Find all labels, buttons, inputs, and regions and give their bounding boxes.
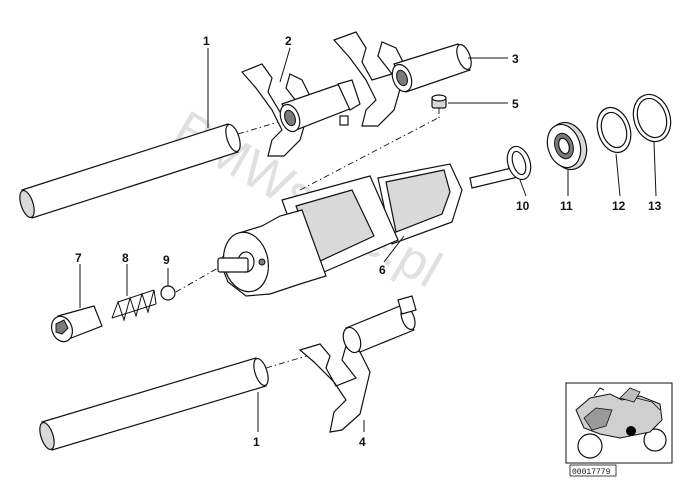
callout-12: 12 xyxy=(612,199,626,213)
callout-9: 9 xyxy=(163,253,170,267)
callout-labels: 1 2 3 5 7 8 9 6 10 11 12 13 1 4 xyxy=(75,34,662,449)
shim-ring[interactable] xyxy=(592,103,637,157)
callout-7: 7 xyxy=(75,251,82,265)
callout-8: 8 xyxy=(122,251,129,265)
inset-motorcycle: 00017779 xyxy=(565,382,673,477)
document-id: 00017779 xyxy=(572,468,611,477)
location-marker-icon xyxy=(626,426,636,436)
callout-2: 2 xyxy=(285,34,292,48)
guide-pin[interactable] xyxy=(431,94,447,109)
callout-4: 4 xyxy=(359,435,366,449)
axis-line xyxy=(175,267,219,293)
shift-rail-top[interactable] xyxy=(17,123,243,219)
callout-1-top: 1 xyxy=(203,34,210,48)
detent-ball[interactable] xyxy=(160,285,176,301)
callout-11: 11 xyxy=(560,199,573,213)
retaining-ring-large[interactable] xyxy=(627,90,676,147)
ball-bearing[interactable] xyxy=(542,118,593,175)
axis-line xyxy=(265,351,321,369)
shift-fork-right[interactable] xyxy=(332,31,474,127)
shift-drum[interactable] xyxy=(217,117,523,297)
shift-fork-bottom[interactable] xyxy=(298,295,418,433)
circlip-small[interactable] xyxy=(503,143,534,182)
callout-5: 5 xyxy=(512,97,519,111)
shift-fork-left[interactable] xyxy=(240,63,361,157)
axis-line xyxy=(237,119,286,135)
shift-rail-bottom[interactable] xyxy=(37,357,271,451)
callout-6: 6 xyxy=(379,263,386,277)
screw-plug[interactable] xyxy=(48,305,103,345)
callout-13: 13 xyxy=(648,199,662,213)
leader-lines xyxy=(79,47,657,432)
callout-3: 3 xyxy=(512,52,519,66)
callout-1-bottom: 1 xyxy=(253,435,260,449)
callout-10: 10 xyxy=(516,199,530,213)
motorcycle-icon xyxy=(575,387,667,459)
axis-line xyxy=(299,117,439,191)
compression-spring[interactable] xyxy=(111,289,157,322)
